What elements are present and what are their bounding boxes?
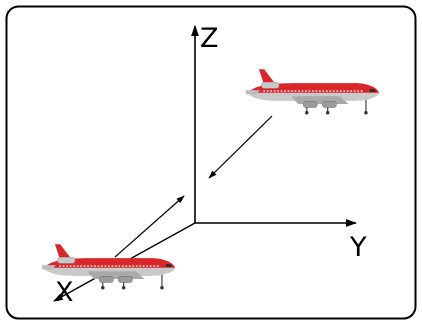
z-axis-label: Z bbox=[200, 23, 219, 54]
motion-arrow-toward-y bbox=[114, 195, 185, 258]
motion-arrow-toward-origin bbox=[208, 115, 273, 179]
x-axis-label: X bbox=[55, 277, 74, 308]
y-axis-label: Y bbox=[349, 232, 367, 263]
